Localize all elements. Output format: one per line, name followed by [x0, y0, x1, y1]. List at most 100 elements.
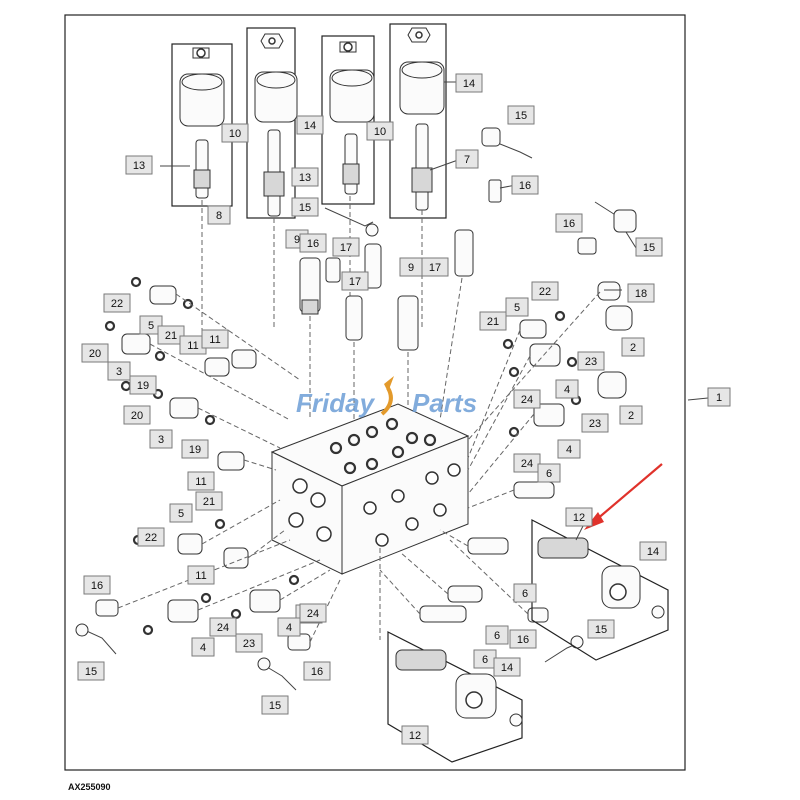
callout-label: 12	[409, 730, 421, 742]
callout-label: 4	[564, 384, 570, 396]
callout-label: 23	[589, 418, 601, 430]
callout-label: 8	[216, 210, 222, 222]
callout-label: 9	[408, 262, 414, 274]
callout-c-24d: 24	[299, 603, 327, 623]
callout-label: 2	[630, 342, 636, 354]
callout-c-6c: 6	[485, 625, 509, 645]
callout-c-21a: 21	[157, 325, 185, 345]
callout-c-2a: 2	[621, 337, 645, 357]
callout-label: 16	[563, 218, 575, 230]
callout-c-6b: 6	[513, 583, 537, 603]
callout-c-4b: 4	[557, 439, 581, 459]
callout-c-16e: 16	[303, 661, 331, 681]
callout-label: 14	[647, 546, 659, 558]
callout-c-16b: 16	[299, 233, 327, 253]
callout-c-16f: 16	[509, 629, 537, 649]
callout-label: 16	[307, 238, 319, 250]
callout-label: 6	[546, 468, 552, 480]
callout-c-5a: 5	[139, 315, 163, 335]
callout-c-24a: 24	[513, 389, 541, 409]
manifold-block	[270, 403, 470, 575]
callout-label: 20	[131, 410, 143, 422]
callout-label: 15	[643, 242, 655, 254]
callout-label: 21	[165, 330, 177, 342]
callout-c-19a: 19	[129, 375, 157, 395]
callout-label: 1	[716, 392, 722, 404]
callout-label: 13	[133, 160, 145, 172]
callout-label: 16	[517, 634, 529, 646]
callout-label: 14	[304, 120, 316, 132]
callout-c-20a: 20	[81, 343, 109, 363]
callout-c-21c: 21	[479, 311, 507, 331]
valves-upper-center	[299, 207, 474, 421]
callout-label: 6	[494, 630, 500, 642]
callout-c-12a: 12	[565, 507, 593, 527]
callout-c-16a: 16	[511, 175, 539, 195]
solenoid-group-center-right	[321, 35, 375, 330]
callout-label: 24	[521, 458, 533, 470]
callout-c-23d: 23	[235, 633, 263, 653]
callout-label: 20	[89, 348, 101, 360]
callout-label: 3	[116, 366, 122, 378]
callout-c-7: 7	[455, 149, 479, 169]
callout-label: 5	[514, 302, 520, 314]
callout-leaders	[160, 81, 709, 541]
callout-label: 24	[217, 622, 229, 634]
callout-c-24c: 24	[209, 617, 237, 637]
callout-label: 11	[187, 340, 198, 352]
callout-label: 24	[521, 394, 533, 406]
svg-text:Friday: Friday	[296, 388, 376, 418]
callout-label: 15	[515, 110, 527, 122]
callout-c-14b: 14	[455, 73, 483, 93]
callout-c-9b: 9	[399, 257, 423, 277]
callout-label: 15	[269, 700, 281, 712]
callout-label: 9	[294, 234, 300, 246]
callout-label: 16	[519, 180, 531, 192]
callout-c-23a: 23	[577, 351, 605, 371]
callout-label: 22	[111, 298, 123, 310]
callout-label: 4	[286, 622, 292, 634]
callout-label: 22	[539, 286, 551, 298]
callout-c-22c: 22	[531, 281, 559, 301]
callout-c-15b: 15	[291, 197, 319, 217]
callout-label: 14	[463, 78, 475, 90]
callout-c-2b: 2	[619, 405, 643, 425]
callout-c-15d: 15	[587, 619, 615, 639]
highlight-arrow	[584, 463, 663, 530]
callout-label: 15	[299, 202, 311, 214]
watermark: Friday Parts	[296, 376, 477, 418]
solenoid-assembly-right	[531, 519, 669, 661]
callout-label: 7	[464, 154, 470, 166]
callout-label: 15	[595, 624, 607, 636]
callout-label: 17	[349, 276, 361, 288]
callout-c-8: 8	[207, 205, 231, 225]
callout-label: 4	[566, 444, 572, 456]
callout-c-18: 18	[627, 283, 655, 303]
callout-c-6d: 6	[473, 649, 497, 669]
callout-c-20b: 20	[123, 405, 151, 425]
callout-label: 19	[137, 380, 149, 392]
callout-label: 5	[178, 508, 184, 520]
callout-label: 11	[195, 476, 206, 488]
callout-label: 23	[243, 638, 255, 650]
callout-c-14c: 14	[639, 541, 667, 561]
callout-label: 18	[635, 288, 647, 300]
callout-c-21b: 21	[195, 491, 223, 511]
callout-label: 10	[374, 126, 386, 138]
callout-label: 16	[91, 580, 103, 592]
callout-c-6a: 6	[537, 463, 561, 483]
callout-label: 14	[501, 662, 513, 674]
valves-upper-right	[481, 127, 637, 255]
callout-label: 21	[203, 496, 215, 508]
callout-c-22a: 22	[103, 293, 131, 313]
callout-c-11c: 11	[187, 471, 215, 491]
solenoid-group-left	[171, 43, 233, 330]
callout-c-13b: 13	[291, 167, 319, 187]
callout-label: 2	[628, 410, 634, 422]
callout-label: 6	[522, 588, 528, 600]
callout-label: 15	[85, 666, 97, 678]
parts-left	[75, 276, 341, 691]
callout-c-12b: 12	[401, 725, 429, 745]
callout-c-16c: 16	[555, 213, 583, 233]
